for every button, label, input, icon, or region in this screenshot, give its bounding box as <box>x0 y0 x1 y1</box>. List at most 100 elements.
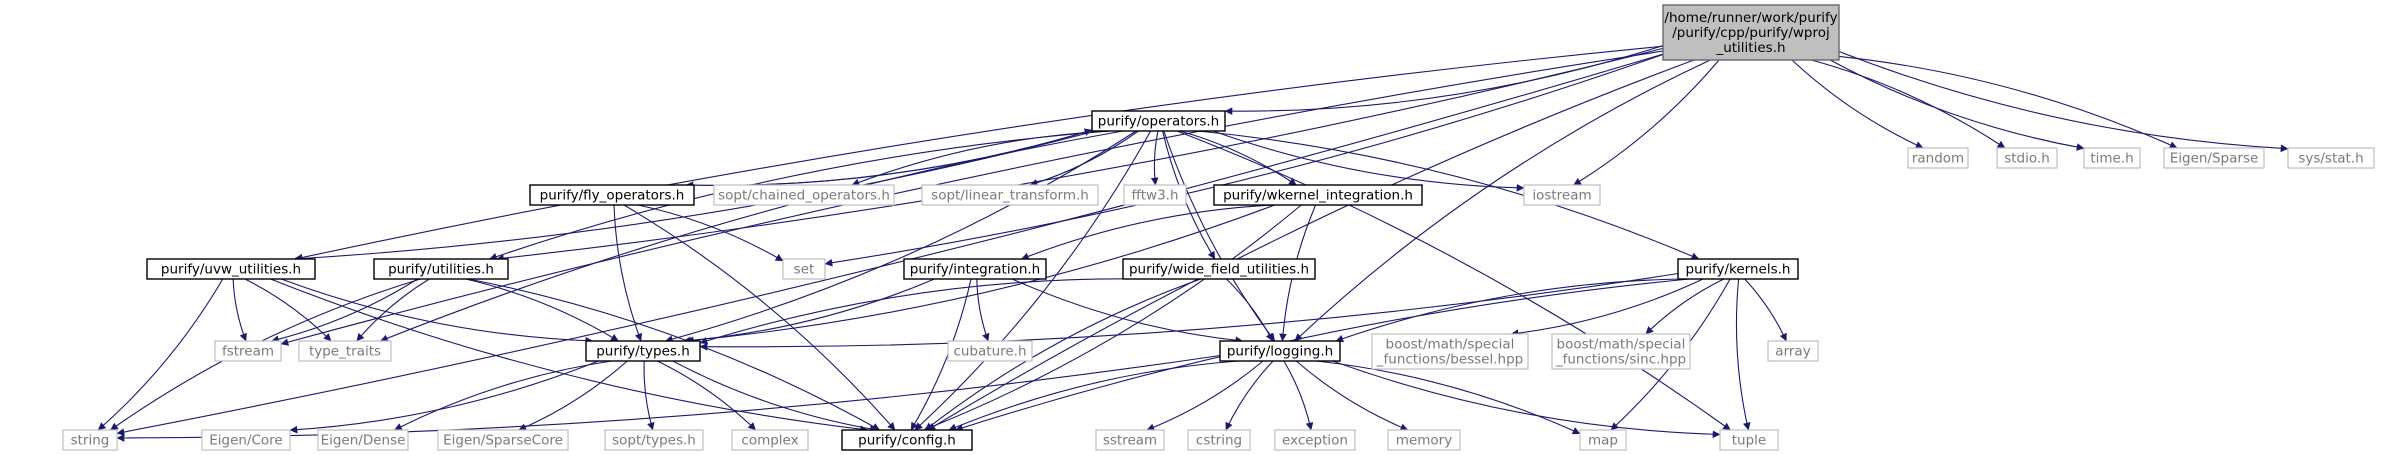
edge-kernels-to-sinc <box>1645 278 1725 335</box>
node-box-eigensparsecore <box>437 429 569 451</box>
edge-kernels-to-config <box>955 278 1690 432</box>
node-box-sopttypes <box>604 429 704 451</box>
edge-widefield-to-logging <box>1226 278 1274 342</box>
node-box-lintrans <box>921 184 1099 206</box>
node-widefield[interactable]: purify/wide_field_utilities.h <box>1122 258 1316 280</box>
node-layer: /home/runner/work/purify/purify/cpp/puri… <box>62 4 2375 451</box>
node-label-kernels: purify/kernels.h <box>1686 262 1791 278</box>
edge-layer <box>97 45 2289 442</box>
node-label-eigendense: Eigen/Dense <box>321 433 406 449</box>
edge-operators-to-lintrans <box>1029 130 1139 187</box>
node-exception: exception <box>1274 429 1356 451</box>
node-box-sysstat <box>2287 147 2375 169</box>
node-box-bessel <box>1371 333 1529 370</box>
edge-root-to-logging <box>1294 59 1711 342</box>
edge-wkernel-to-integration <box>1021 204 1272 260</box>
node-operators[interactable]: purify/operators.h <box>1091 110 1226 132</box>
node-uvw[interactable]: purify/uvw_utilities.h <box>146 258 316 280</box>
node-label-config: purify/config.h <box>858 433 956 449</box>
node-label-integration: purify/integration.h <box>910 262 1041 278</box>
node-sinc: boost/math/special_functions/sinc.hpp <box>1551 333 1691 370</box>
edge-operators-to-iostream <box>1212 130 1525 192</box>
node-bessel: boost/math/special_functions/bessel.hpp <box>1371 333 1529 370</box>
node-box-cstring <box>1187 429 1251 451</box>
node-label-chained: sopt/chained_operators.h <box>718 188 890 204</box>
node-label-logging: purify/logging.h <box>1227 344 1333 360</box>
node-box-complex <box>731 429 809 451</box>
edge-kernels-to-logging <box>1335 278 1683 343</box>
edge-types-to-config <box>672 360 878 433</box>
node-label-eigencore: Eigen/Core <box>209 433 283 449</box>
node-label-bessel: boost/math/special <box>1386 337 1515 353</box>
node-sopttypes: sopt/types.h <box>604 429 704 451</box>
node-label-exception: exception <box>1282 433 1348 449</box>
node-wkernel[interactable]: purify/wkernel_integration.h <box>1213 184 1423 206</box>
edge-root-to-random <box>1791 59 1924 149</box>
node-root[interactable]: /home/runner/work/purify/purify/cpp/puri… <box>1662 4 1840 61</box>
edge-root-to-time <box>1829 59 2085 151</box>
node-label-cstring: cstring <box>1196 433 1242 449</box>
node-box-utilities <box>373 258 509 280</box>
node-label-time: time.h <box>2090 151 2133 167</box>
edge-integration-to-cubature <box>976 278 990 342</box>
edge-widefield-to-types <box>699 278 1149 345</box>
edge-root-to-eigen_sparse <box>1838 55 2178 149</box>
node-label-cubature: cubature.h <box>953 344 1026 360</box>
node-box-array <box>1767 340 1819 362</box>
node-label-iostream: iostream <box>1532 188 1591 204</box>
node-label-uvw: purify/uvw_utilities.h <box>161 262 301 278</box>
edge-kernels-to-bessel <box>1510 278 1704 337</box>
node-label-sinc: boost/math/special <box>1557 337 1686 353</box>
edge-widefield-to-config <box>924 278 1201 431</box>
node-eigendense: Eigen/Dense <box>317 429 409 451</box>
edge-root-to-set <box>824 53 1664 267</box>
edge-uvw-to-types <box>281 278 594 345</box>
node-logging[interactable]: purify/logging.h <box>1219 340 1341 362</box>
edge-operators-to-uvw <box>293 130 1096 263</box>
edge-wkernel-to-config <box>923 204 1302 431</box>
node-box-string <box>62 429 118 451</box>
node-label-root: _utilities.h <box>1715 40 1785 56</box>
edge-logging-to-config <box>948 360 1239 431</box>
node-iostream: iostream <box>1523 184 1601 206</box>
edge-logging-to-cstring <box>1225 360 1274 431</box>
node-label-eigen_sparse: Eigen/Sparse <box>2170 151 2259 167</box>
edge-types-to-eigencore <box>289 360 599 434</box>
node-box-fstream <box>214 340 282 362</box>
edge-logging-to-map <box>1316 360 1581 435</box>
node-box-uvw <box>146 258 316 280</box>
node-box-types <box>585 340 701 362</box>
node-box-time <box>2083 147 2141 169</box>
edge-uvw-to-typetraits <box>244 278 332 342</box>
node-label-fly_ops: purify/fly_operators.h <box>540 188 685 204</box>
edge-operators-to-typetraits <box>380 130 1124 342</box>
node-map: map <box>1579 429 1627 451</box>
node-box-fly_ops <box>529 184 695 206</box>
node-label-map: map <box>1588 433 1618 449</box>
edge-root-to-string <box>116 53 1664 436</box>
node-integration[interactable]: purify/integration.h <box>903 258 1047 280</box>
node-types[interactable]: purify/types.h <box>585 340 701 362</box>
edge-logging-to-tuple <box>1332 360 1721 439</box>
node-utilities[interactable]: purify/utilities.h <box>373 258 509 280</box>
node-label-sysstat: sys/stat.h <box>2298 151 2363 167</box>
node-label-lintrans: sopt/linear_transform.h <box>931 188 1089 204</box>
node-fftw3: fftw3.h <box>1123 184 1187 206</box>
edge-types-to-sopttypes <box>643 360 655 431</box>
node-fly_ops[interactable]: purify/fly_operators.h <box>529 184 695 206</box>
node-box-integration <box>903 258 1047 280</box>
edge-operators-to-fftw3 <box>1150 130 1159 186</box>
edge-utilities-to-typetraits <box>356 278 430 342</box>
node-time: time.h <box>2083 147 2141 169</box>
node-kernels[interactable]: purify/kernels.h <box>1677 258 1799 280</box>
node-label-sstream: sstream <box>1103 433 1157 449</box>
edge-logging-to-exception <box>1283 360 1314 431</box>
node-config[interactable]: purify/config.h <box>841 429 973 451</box>
node-label-root: /home/runner/work/purify <box>1664 10 1837 26</box>
edge-operators-to-utilities <box>489 130 1111 261</box>
edge-fly_ops-to-config <box>623 204 896 431</box>
node-fstream: fstream <box>214 340 282 362</box>
edge-operators-to-kernels <box>1197 130 1700 260</box>
edge-utilities-to-fstream <box>271 278 418 343</box>
edge-kernels-to-types <box>699 272 1679 351</box>
